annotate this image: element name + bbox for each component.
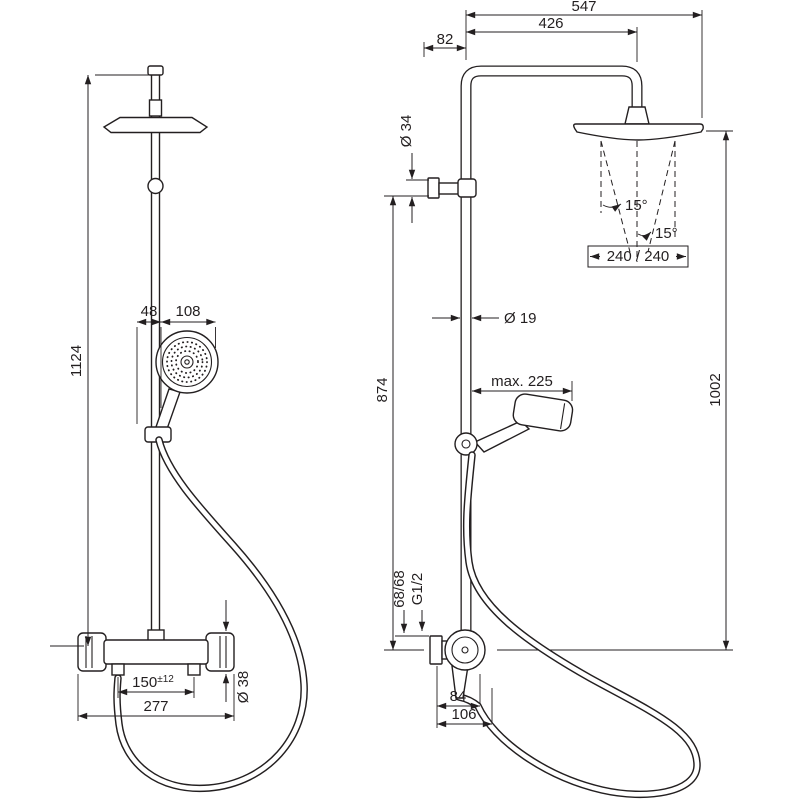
right-dim-supply: 68/68 G1/2 [391, 570, 429, 637]
spray-dots-mid [170, 345, 204, 379]
left-dim-hose-diameter: Ø 38 [222, 600, 252, 704]
dim-label-hose-diameter: Ø 38 [235, 671, 252, 704]
dim-label-supply-spacing: 68/68 [391, 570, 408, 608]
left-dim-connection-spacing: 150±12 [117, 674, 195, 698]
valve-stub-right [187, 663, 201, 676]
dim-label-547: 547 [571, 0, 596, 15]
dim-label-thread: G1/2 [409, 573, 426, 606]
head-collar [148, 99, 163, 117]
right-view: 15° 15° 240 / 240 547 426 82 [374, 0, 733, 799]
right-dim-arm-reach: 426 [466, 15, 638, 62]
right-dim-wall-offset: 82 [423, 31, 466, 57]
left-dim-total-height: 1124 [50, 74, 149, 647]
dim-label-48: 48 [141, 303, 158, 320]
spray-dots-outer [166, 341, 208, 383]
left-parts [102, 65, 219, 641]
dim-label-spray-coverage: 240 / 240 [607, 248, 670, 265]
dim-label-angle-upper: 15° [625, 197, 648, 214]
dim-label-108: 108 [175, 303, 200, 320]
head-plate [573, 123, 704, 141]
dim-label-84: 84 [450, 688, 467, 705]
dim-label-max-reach: max. 225 [491, 373, 553, 390]
dim-label-angle-lower: 15° [655, 225, 678, 242]
pipe-joint [147, 177, 164, 195]
right-dim-total-height: 1002 [706, 130, 733, 650]
valve-body [103, 639, 209, 665]
left-dim-valve-width: 277 [77, 674, 235, 721]
dim-label-1124: 1124 [68, 345, 85, 377]
dim-label-106: 106 [451, 706, 476, 723]
spray-dots-inner [175, 350, 199, 374]
left-dim-handshower: 48 108 [136, 303, 216, 424]
pipe-top-cap [147, 65, 164, 76]
hand-shower-handle-side [473, 420, 531, 453]
spray-cone: 15° 15° 240 / 240 [587, 140, 689, 268]
valve-stub-left [111, 663, 125, 676]
dim-label-bracket-diameter: Ø 34 [398, 115, 415, 148]
right-dim-pipe-height: 874 [374, 196, 397, 650]
dim-label-277: 277 [143, 698, 168, 715]
left-valve [77, 629, 235, 676]
left-view: 1124 48 108 Ø 38 150±12 [50, 65, 308, 793]
right-dim-bracket: Ø 34 [384, 115, 429, 223]
holder-pivot [454, 432, 478, 456]
head-stem [624, 106, 650, 125]
overhead-shower-side [573, 106, 704, 141]
right-dim-pipe-diameter: Ø 19 [432, 310, 537, 327]
valve-knob-side [444, 629, 486, 671]
dim-label-874: 874 [374, 377, 391, 402]
left-hose [113, 436, 308, 793]
hand-shower-front [144, 330, 219, 443]
overhead-shower-front [102, 116, 209, 134]
right-dim-total-reach: 547 [465, 0, 703, 118]
dim-label-426: 426 [538, 15, 563, 32]
dim-label-82: 82 [437, 31, 454, 48]
hand-shower-side [454, 393, 574, 456]
dim-label-1002: 1002 [707, 373, 724, 406]
right-dim-valve-depths: 84 106 [437, 688, 492, 728]
dim-label-150: 150±12 [132, 674, 174, 691]
right-dim-max-reach: max. 225 [472, 373, 573, 401]
dim-label-pipe-diameter: Ø 19 [504, 310, 537, 327]
right-pipe [460, 65, 643, 652]
wall-bracket-side [427, 177, 477, 199]
spray-coverage-box [587, 245, 689, 268]
right-valve [429, 629, 486, 699]
right-hose [455, 451, 701, 799]
wall-flange [429, 635, 443, 665]
